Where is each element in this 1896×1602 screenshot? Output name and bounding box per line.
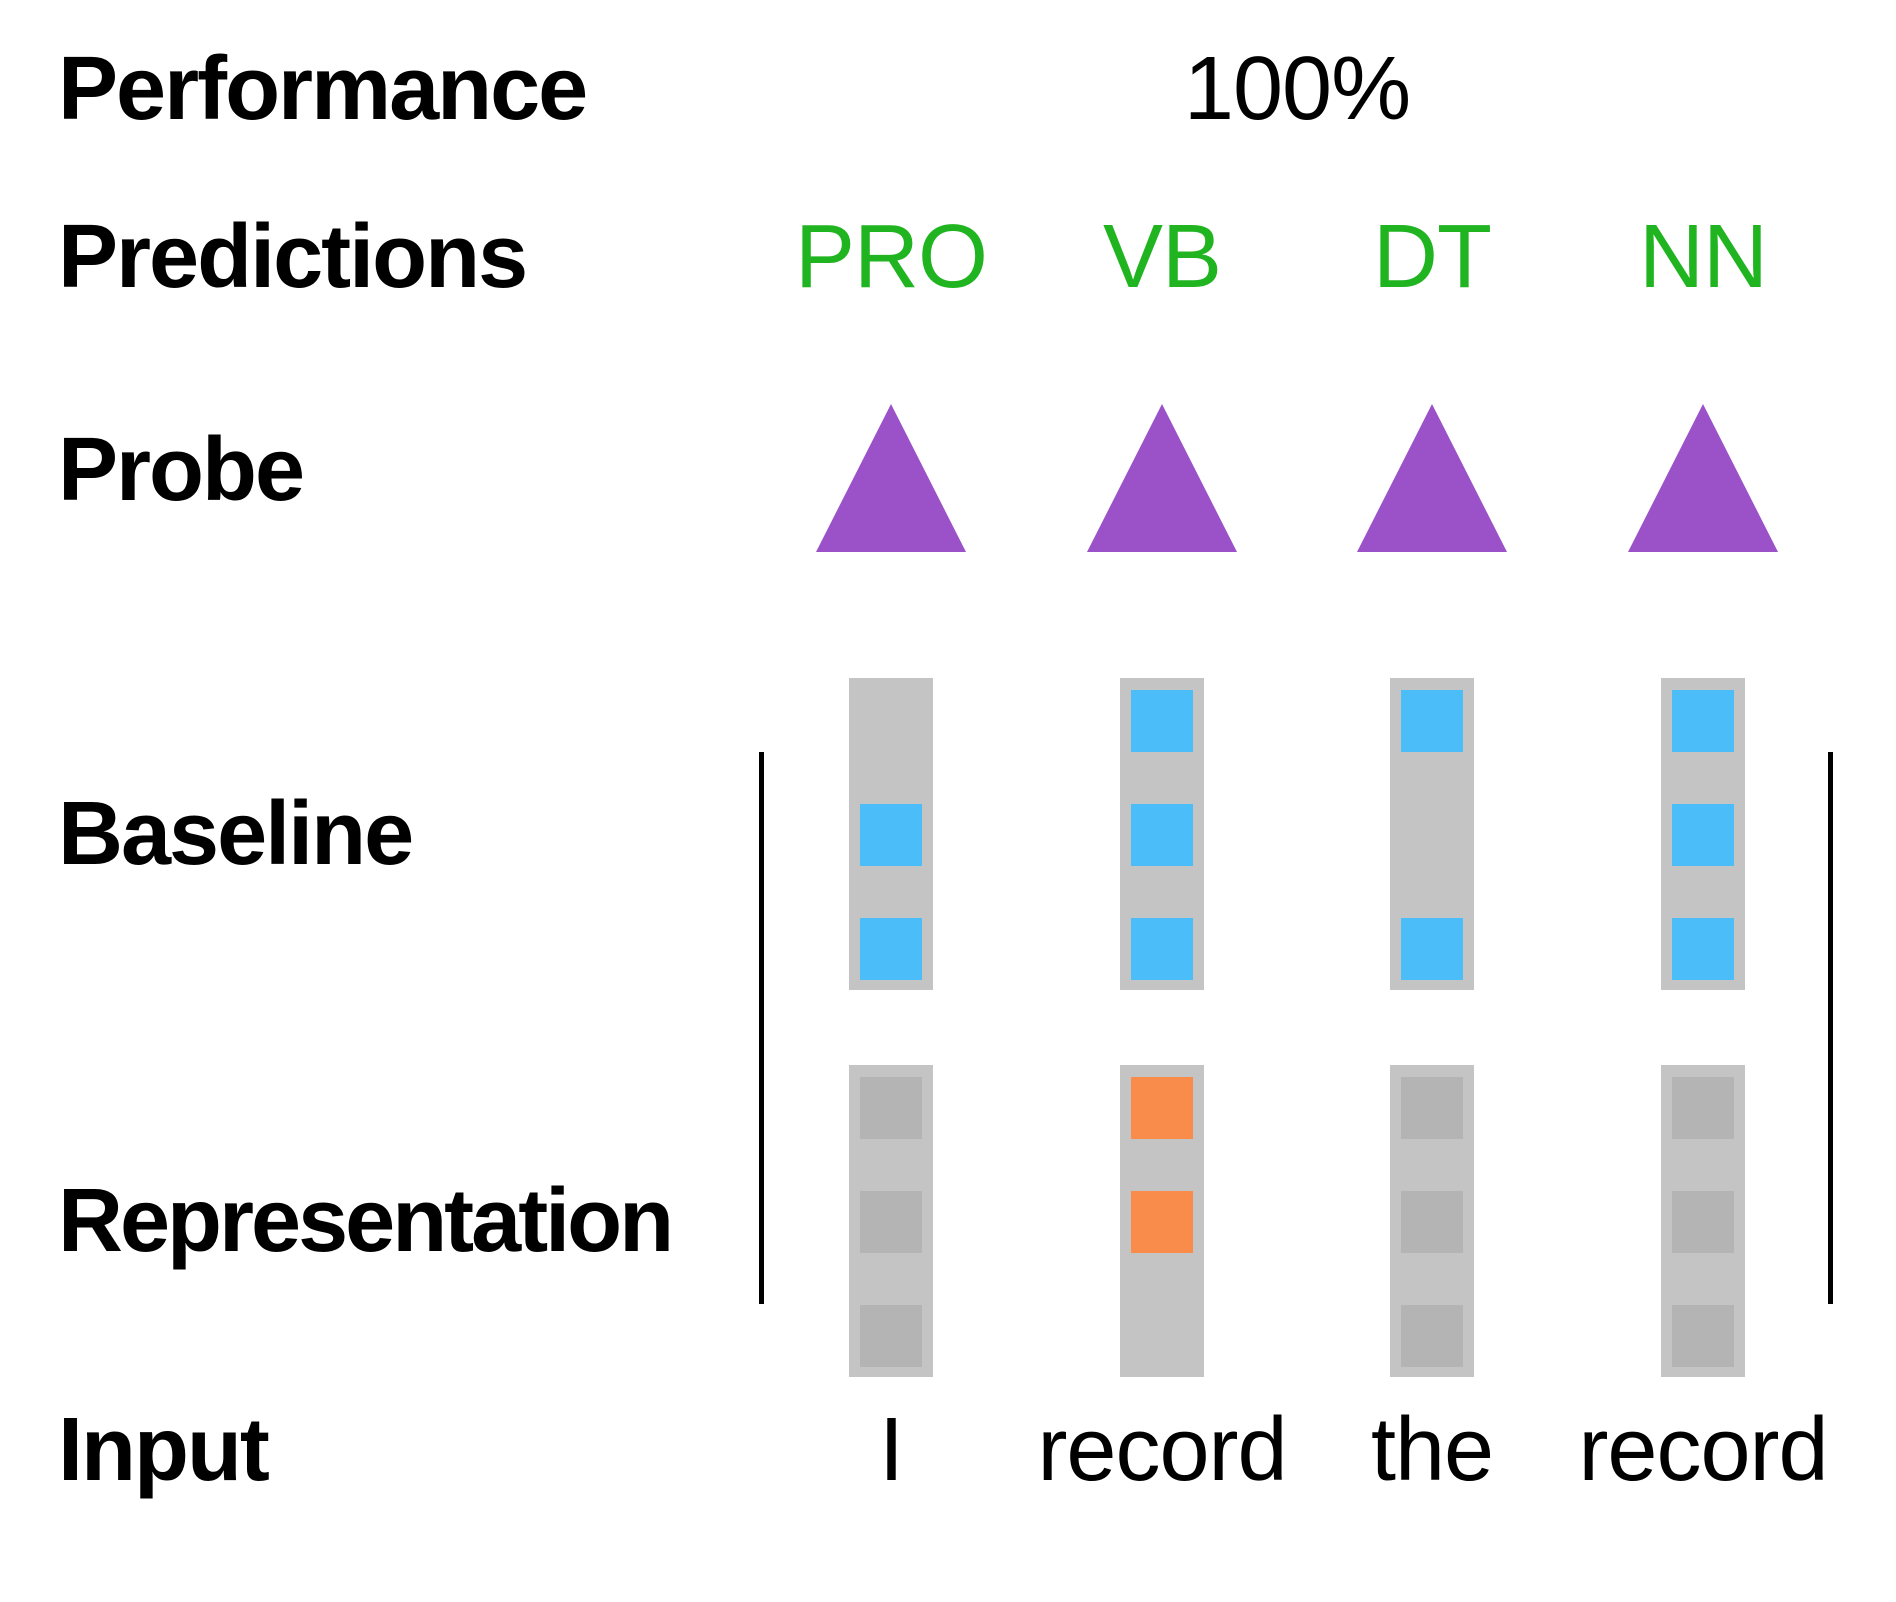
baseline-column (1390, 678, 1474, 990)
baseline-activation-square-blue (1401, 690, 1463, 752)
baseline-activation-square-blue (1401, 918, 1463, 980)
baseline-activation-square-blue (1672, 690, 1734, 752)
baseline-activation-square-blue (1131, 918, 1193, 980)
representation-square-inner (1401, 1305, 1463, 1367)
representation-column (1661, 1065, 1745, 1377)
baseline-activation-square-blue (860, 918, 922, 980)
representation-square-orange (1131, 1191, 1193, 1253)
prediction-label: NN (1639, 207, 1768, 307)
representation-square-orange (1131, 1077, 1193, 1139)
representation-column (1120, 1065, 1204, 1377)
representation-square-inner (860, 1305, 922, 1367)
input-token: I (878, 1400, 904, 1500)
probe-triangle (1087, 404, 1237, 552)
representation-square-inner (1401, 1077, 1463, 1139)
left-bracket-line (759, 752, 764, 1304)
representation-label: Representation (58, 1171, 674, 1271)
probe-label: Probe (58, 420, 305, 520)
prediction-label: DT (1373, 207, 1492, 307)
representation-column (1390, 1065, 1474, 1377)
baseline-activation-square-blue (860, 804, 922, 866)
input-token: record (1037, 1400, 1287, 1500)
performance-value: 100% (1183, 39, 1411, 139)
baseline-activation-square-blue (1131, 690, 1193, 752)
representation-square-inner (1672, 1191, 1734, 1253)
baseline-label: Baseline (58, 784, 414, 884)
input-token: record (1578, 1400, 1828, 1500)
representation-square-inner (860, 1077, 922, 1139)
predictions-label: Predictions (58, 207, 528, 307)
input-label: Input (58, 1400, 270, 1500)
prediction-label: PRO (794, 207, 988, 307)
baseline-activation-square-blue (1672, 918, 1734, 980)
input-token: the (1370, 1400, 1494, 1500)
representation-column (849, 1065, 933, 1377)
representation-square-inner (860, 1191, 922, 1253)
baseline-activation-square-blue (1131, 804, 1193, 866)
baseline-column (1120, 678, 1204, 990)
performance-label: Performance (58, 39, 588, 139)
baseline-activation-square-blue (1672, 804, 1734, 866)
representation-square-inner (1672, 1077, 1734, 1139)
baseline-column (1661, 678, 1745, 990)
representation-square-inner (1401, 1191, 1463, 1253)
representation-square-inner (1672, 1305, 1734, 1367)
prediction-label: VB (1102, 207, 1222, 307)
right-bracket-line (1828, 752, 1833, 1304)
probe-triangle (816, 404, 966, 552)
probe-triangle (1628, 404, 1778, 552)
probe-triangle (1357, 404, 1507, 552)
baseline-column (849, 678, 933, 990)
